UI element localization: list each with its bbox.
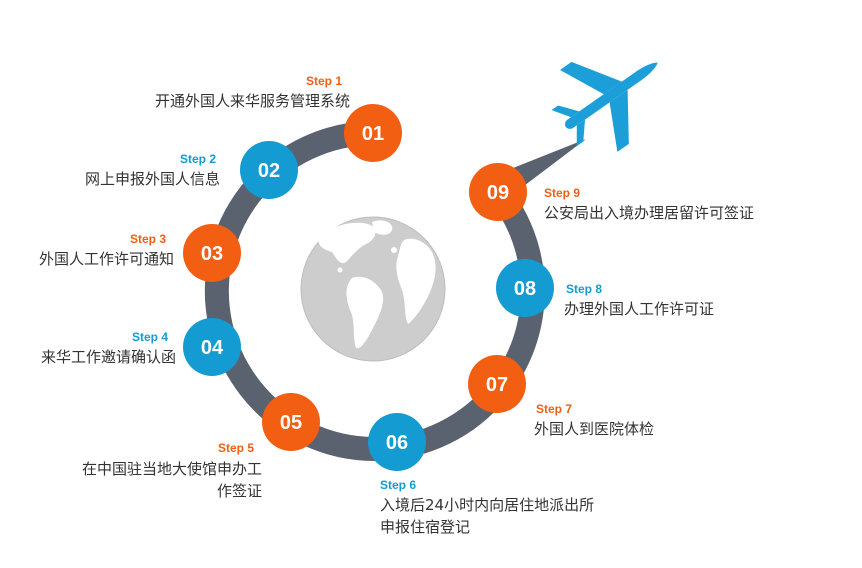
- step-3-text-line: 外国人工作许可通知: [38, 250, 174, 268]
- step-7-text-line: 外国人到医院体检: [534, 420, 655, 438]
- airplane-icon: [551, 61, 658, 152]
- step-7-badge: 07: [468, 355, 526, 413]
- step-3-text: 外国人工作许可通知: [0, 248, 174, 270]
- step-1-badge: 01: [344, 104, 402, 162]
- step-6-label: Step 6: [380, 478, 417, 492]
- step-2-number: 02: [258, 160, 280, 182]
- step-6-text: 入境后24小时内向居住地派出所 申报住宿登记: [380, 494, 594, 538]
- step-5-text-line-2: 作签证: [216, 482, 262, 500]
- step-9-label: Step 9: [544, 186, 581, 200]
- step-8-number: 08: [514, 278, 536, 300]
- step-2-circle: [240, 141, 298, 199]
- step-1-number: 01: [362, 123, 384, 145]
- step-7-circle: [468, 355, 526, 413]
- step-4-badge: 04: [183, 318, 241, 376]
- step-5-badge: 05: [262, 393, 320, 451]
- step-9-circle: [469, 163, 527, 221]
- step-4-circle: [183, 318, 241, 376]
- globe-icon: [300, 216, 446, 362]
- step-2-text: 网上申报外国人信息: [40, 168, 220, 190]
- step-6-circle: [368, 413, 426, 471]
- step-9-number: 09: [487, 182, 509, 204]
- step-5-text-line-1: 在中国驻当地大使馆申办工: [81, 460, 262, 478]
- step-1-text: 开通外国人来华服务管理系统: [110, 90, 350, 112]
- step-4-text: 来华工作邀请确认函: [0, 346, 176, 368]
- step-7-number: 07: [486, 374, 508, 396]
- step-5-label: Step 5: [218, 441, 255, 455]
- step-4-text-line: 来华工作邀请确认函: [40, 348, 176, 366]
- step-8-badge: 08: [496, 259, 554, 317]
- step-5-text: 在中国驻当地大使馆申办工 作签证: [30, 458, 262, 502]
- step-3-circle: [183, 224, 241, 282]
- step-9-text-line: 公安局出入境办理居留许可签证: [544, 204, 755, 222]
- step-1-circle: [344, 104, 402, 162]
- step-4-number: 04: [201, 337, 224, 359]
- step-8-text-line: 办理外国人工作许可证: [564, 300, 715, 318]
- step-2-text-line: 网上申报外国人信息: [84, 170, 220, 188]
- step-8-label: Step 8: [566, 282, 603, 296]
- step-7-label: Step 7: [536, 402, 573, 416]
- step-1-label: Step 1: [306, 74, 343, 88]
- step-9-text: 公安局出入境办理居留许可签证: [544, 202, 754, 224]
- step-9-badge: 09: [469, 163, 527, 221]
- step-1-text-line: 开通外国人来华服务管理系统: [154, 92, 350, 110]
- step-5-circle: [262, 393, 320, 451]
- step-6-number: 06: [386, 432, 408, 454]
- step-6-badge: 06: [368, 413, 426, 471]
- step-3-label: Step 3: [130, 232, 167, 246]
- step-8-circle: [496, 259, 554, 317]
- step-6-text-line-1: 入境后24小时内向居住地派出所: [380, 496, 595, 514]
- step-6-text-line-2: 申报住宿登记: [380, 518, 471, 536]
- step-3-number: 03: [201, 243, 223, 265]
- step-8-text: 办理外国人工作许可证: [564, 298, 714, 320]
- step-5-number: 05: [280, 412, 302, 434]
- step-2-label: Step 2: [180, 152, 217, 166]
- step-3-badge: 03: [183, 224, 241, 282]
- step-4-label: Step 4: [132, 330, 169, 344]
- step-2-badge: 02: [240, 141, 298, 199]
- step-7-text: 外国人到医院体检: [534, 418, 654, 440]
